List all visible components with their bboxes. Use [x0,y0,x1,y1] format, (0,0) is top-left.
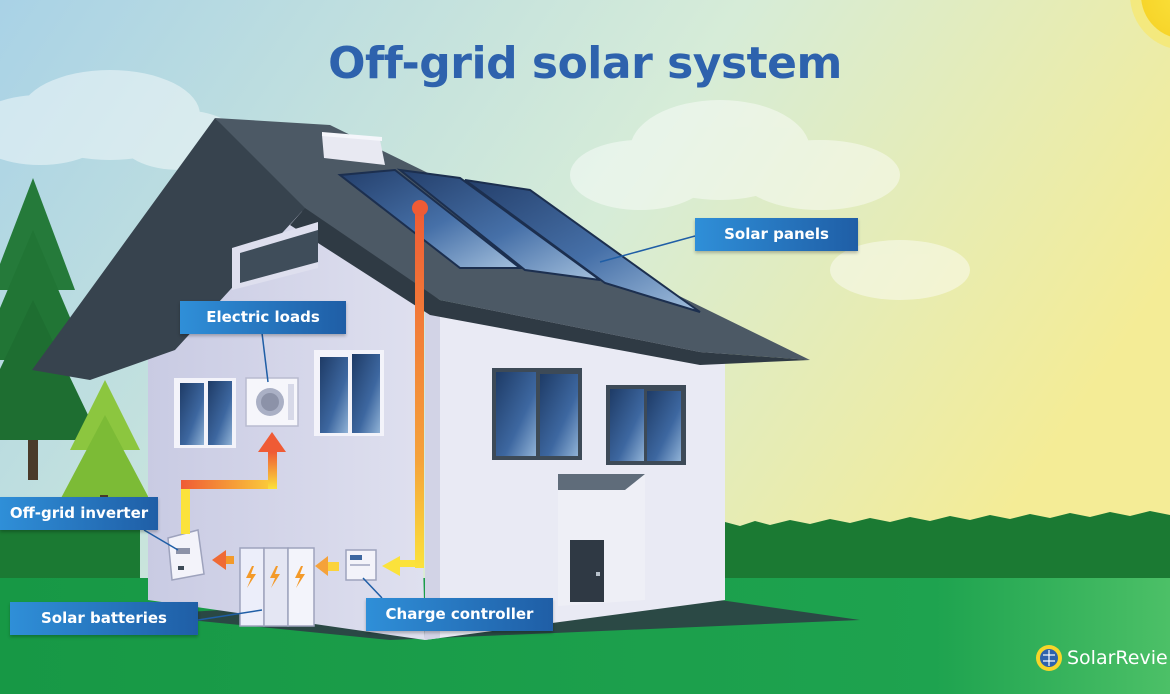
label-solar-panels: Solar panels [695,218,858,251]
front-door [570,540,604,602]
arrow-left-icon [382,556,400,576]
charge-controller-device [345,549,377,581]
brand-name: SolarRevie [1067,647,1168,669]
power-line-from-panels [415,206,424,568]
inverter-device [167,529,205,581]
label-charge-controller: Charge controller [366,598,553,631]
window [314,350,384,436]
diagram-title: Off-grid solar system [328,38,842,89]
label-offgrid-inverter: Off-grid inverter [0,497,158,530]
lightning-bolt-icon [270,566,280,588]
solar-batteries-device [239,547,315,627]
ac-unit [245,377,299,427]
sun-icon [1141,0,1170,37]
label-electric-loads: Electric loads [180,301,346,334]
lightning-bolt-icon [246,566,256,588]
solar-panels [337,168,701,313]
lightning-bolt-icon [295,566,305,588]
window [492,368,582,460]
roof-edge [32,118,305,380]
solar-review-logo [1036,645,1062,671]
window [606,385,686,465]
arrow-up-icon [258,432,286,452]
brand-logo: SolarRevie [1033,641,1170,675]
arrow-left-icon [212,550,226,570]
arrow-left-icon [315,556,328,576]
label-solar-batteries: Solar batteries [10,602,198,635]
clouds [0,70,970,300]
power-line-to-load [181,484,190,534]
window [174,378,236,448]
callout-lines [143,235,696,621]
chimney [322,135,385,165]
treeline [690,511,1170,600]
panel-connector [412,200,428,216]
